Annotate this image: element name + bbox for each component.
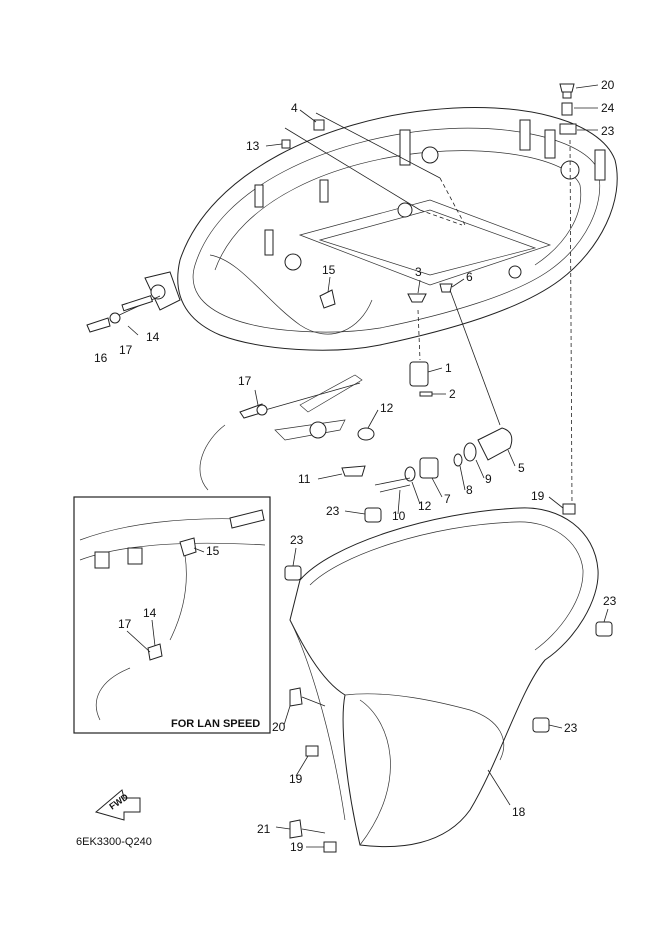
callout-3: 3 — [415, 265, 422, 279]
fwd-arrow-icon — [94, 789, 141, 821]
callout-12b: 12 — [418, 499, 432, 513]
callout-19a: 19 — [289, 772, 303, 786]
callout-22: 20 — [601, 78, 615, 92]
callout-23c: 23 — [290, 533, 304, 547]
inset-callout-14: 14 — [143, 606, 157, 620]
callout-20a: 20 — [272, 720, 286, 734]
callout-18: 18 — [512, 805, 526, 819]
callout-24: 24 — [601, 101, 615, 115]
callout-17b: 17 — [238, 374, 252, 388]
drawing-code: 6EK3300-Q240 — [76, 836, 152, 848]
callout-14: 14 — [146, 330, 160, 344]
fasteners-top — [86, 83, 577, 493]
callout-13: 13 — [246, 139, 260, 153]
callout-17: 17 — [119, 343, 133, 357]
callout-6: 6 — [466, 270, 473, 284]
callout-11: 11 — [298, 472, 311, 486]
inset-callout-17: 17 — [118, 617, 132, 631]
inset-box — [73, 496, 271, 734]
callout-16: 16 — [94, 351, 108, 365]
callout-labels: 20 24 23 4 13 15 3 6 14 17 16 1 2 17 12 … — [76, 78, 617, 854]
callout-15: 15 — [322, 263, 336, 277]
callout-23b: 23 — [326, 504, 340, 518]
callout-4: 4 — [291, 101, 298, 115]
inset-title: FOR LAN SPEED — [171, 718, 260, 730]
bottom-cowling — [144, 107, 618, 351]
callout-1: 1 — [445, 361, 452, 375]
callout-23d: 23 — [603, 594, 617, 608]
leader-lines — [126, 84, 609, 848]
callout-20b: 21 — [257, 822, 271, 836]
callout-10: 10 — [392, 509, 406, 523]
callout-19b: 19 — [290, 840, 304, 854]
callout-5: 5 — [518, 461, 525, 475]
callout-2: 2 — [449, 387, 456, 401]
apron — [284, 503, 613, 853]
callout-9: 9 — [485, 472, 492, 486]
callout-8: 8 — [466, 483, 473, 497]
callout-7: 7 — [444, 492, 451, 506]
inset-callout-15: 15 — [206, 544, 220, 558]
callout-23: 23 — [601, 124, 615, 138]
callout-21: 19 — [531, 489, 545, 503]
callout-12a: 12 — [380, 401, 394, 415]
callout-23e: 23 — [564, 721, 578, 735]
